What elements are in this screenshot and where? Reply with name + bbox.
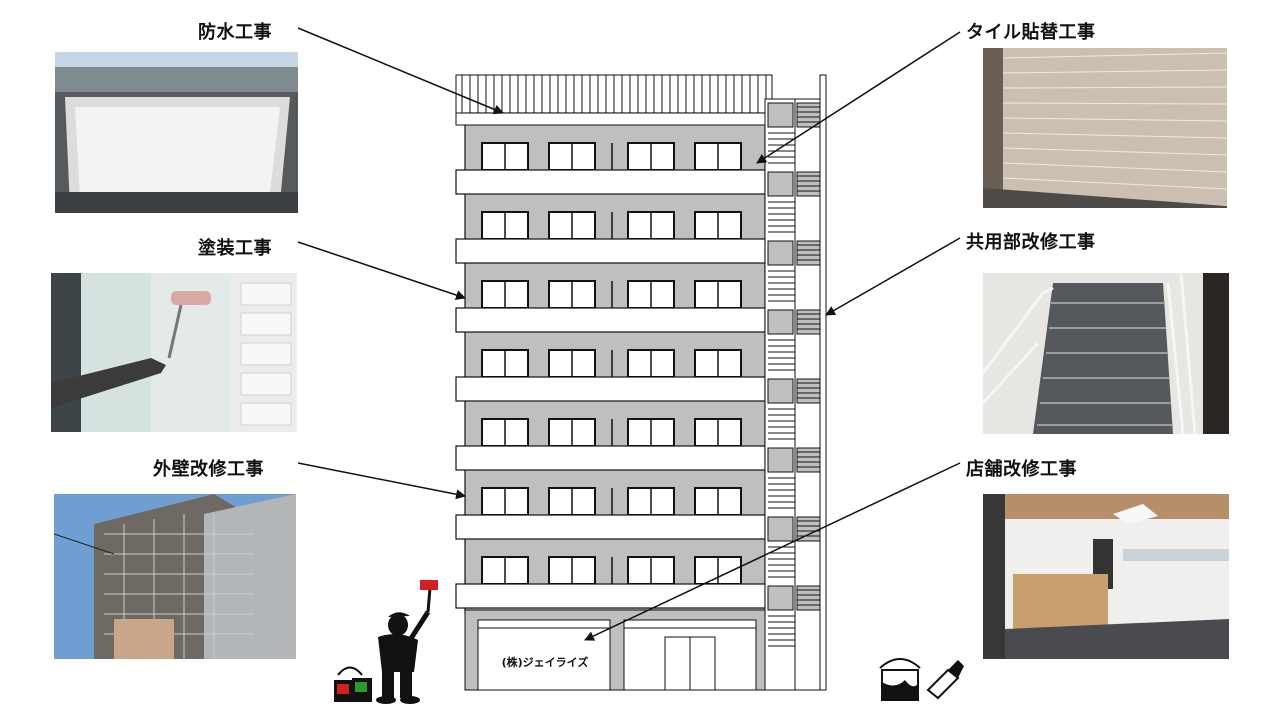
- balcony: [455, 169, 766, 195]
- roof-slab: [455, 112, 766, 126]
- photo-common-stairs: [983, 273, 1229, 434]
- window: [627, 280, 675, 309]
- floor-6: [455, 211, 766, 264]
- window: [548, 418, 596, 447]
- window: [627, 349, 675, 378]
- window: [548, 142, 596, 171]
- label-exterior-wall: 外壁改修工事: [153, 459, 264, 480]
- window: [548, 349, 596, 378]
- arrow-painting: [297, 241, 466, 300]
- window: [481, 142, 529, 171]
- photo-painting-roller: [51, 273, 297, 432]
- photo-tile-wall: [983, 48, 1227, 208]
- window: [694, 556, 742, 585]
- window: [694, 418, 742, 447]
- window: [481, 418, 529, 447]
- window: [481, 280, 529, 309]
- floor-5: [455, 280, 766, 333]
- floor-4: [455, 349, 766, 402]
- window: [627, 487, 675, 516]
- balcony: [455, 514, 766, 540]
- window: [627, 418, 675, 447]
- window: [548, 487, 596, 516]
- window: [481, 349, 529, 378]
- photo-scaffold-building: [54, 494, 296, 659]
- window: [694, 142, 742, 171]
- label-tile-replacement: タイル貼替工事: [966, 22, 1096, 43]
- window: [694, 487, 742, 516]
- balcony: [455, 376, 766, 402]
- photo-store-interior: [983, 494, 1229, 659]
- window: [481, 211, 529, 240]
- window: [627, 142, 675, 171]
- window: [627, 211, 675, 240]
- balcony: [455, 583, 766, 609]
- arrow-tile: [756, 31, 961, 164]
- window: [694, 280, 742, 309]
- paint-can-brush-icon: [879, 658, 964, 701]
- balcony: [455, 238, 766, 264]
- paint-buckets-icon: [334, 666, 372, 702]
- signboard-text: (株)ジェイライズ: [502, 655, 589, 669]
- window: [694, 211, 742, 240]
- label-common-area: 共用部改修工事: [966, 232, 1096, 253]
- window: [481, 487, 529, 516]
- window: [694, 349, 742, 378]
- window: [548, 280, 596, 309]
- arrow-common-area: [825, 237, 961, 316]
- arrow-store: [584, 462, 961, 641]
- floor-1: [455, 556, 766, 609]
- window: [548, 556, 596, 585]
- shop-front: [477, 619, 611, 691]
- arrow-waterproofing: [297, 27, 504, 115]
- floor-3: [455, 418, 766, 471]
- painter-figure: [376, 580, 438, 704]
- window: [481, 556, 529, 585]
- balcony: [455, 307, 766, 333]
- label-waterproofing: 防水工事: [198, 22, 272, 43]
- arrow-exterior-wall: [297, 462, 466, 500]
- label-painting: 塗装工事: [198, 238, 272, 259]
- window: [627, 556, 675, 585]
- label-store: 店舗改修工事: [966, 459, 1077, 480]
- floor-7: [455, 142, 766, 195]
- photo-rooftop-waterproofing: [55, 52, 298, 213]
- window: [548, 211, 596, 240]
- balcony: [455, 445, 766, 471]
- floor-2: [455, 487, 766, 540]
